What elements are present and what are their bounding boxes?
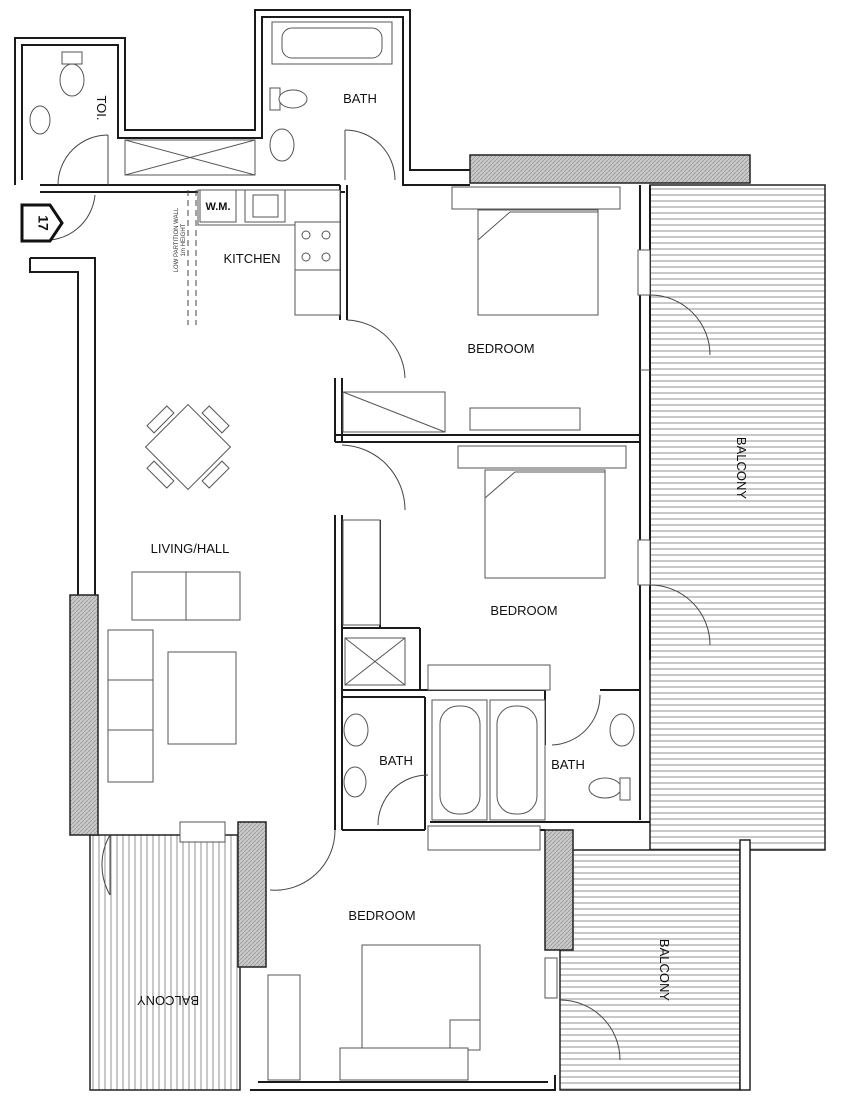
bath-right-label: BATH <box>551 757 585 772</box>
service-shaft-middle <box>344 637 406 686</box>
balcony-right-label: BALCONY <box>734 437 749 499</box>
bedroom-3-furniture <box>101 821 621 1081</box>
washing-machine-label: W.M. <box>205 201 230 213</box>
partition-note-line1: LOW PARTITION WALL <box>174 207 180 272</box>
bedroom-2-label: BEDROOM <box>490 603 557 618</box>
bath-top-label: BATH <box>343 91 377 106</box>
toilet-label: TOI. <box>94 95 109 120</box>
bedroom-1-label: BEDROOM <box>467 341 534 356</box>
bath-left-fixtures <box>343 699 488 826</box>
bedroom-1-furniture <box>342 186 711 433</box>
balcony-bottom-right-label: BALCONY <box>657 939 672 1001</box>
living-furniture <box>39 194 241 783</box>
partition-note-line2: 1m HEIGHT <box>181 223 187 256</box>
kitchen-fixtures <box>187 189 341 325</box>
living-hall-label: LIVING/HALL <box>151 541 230 556</box>
bath-right-fixtures <box>489 694 635 821</box>
solid-walls <box>69 154 751 1091</box>
service-shaft-top <box>124 139 256 176</box>
bath-left-label: BATH <box>379 753 413 768</box>
bedroom-3-label: BEDROOM <box>348 908 415 923</box>
bedroom-2-furniture <box>341 444 711 691</box>
kitchen-label: KITCHEN <box>223 251 280 266</box>
entrance-number: 17 <box>35 215 51 231</box>
toilet-fixtures <box>29 51 109 186</box>
balcony-right-area <box>649 184 826 851</box>
top-bath-fixtures <box>269 21 396 181</box>
balcony-bottom-right-area <box>559 849 741 1091</box>
balcony-bottom-left-label: BALCONY <box>137 993 199 1008</box>
balcony-bottom-left-area <box>89 834 241 1091</box>
entrance-marker: 17 <box>20 203 64 243</box>
